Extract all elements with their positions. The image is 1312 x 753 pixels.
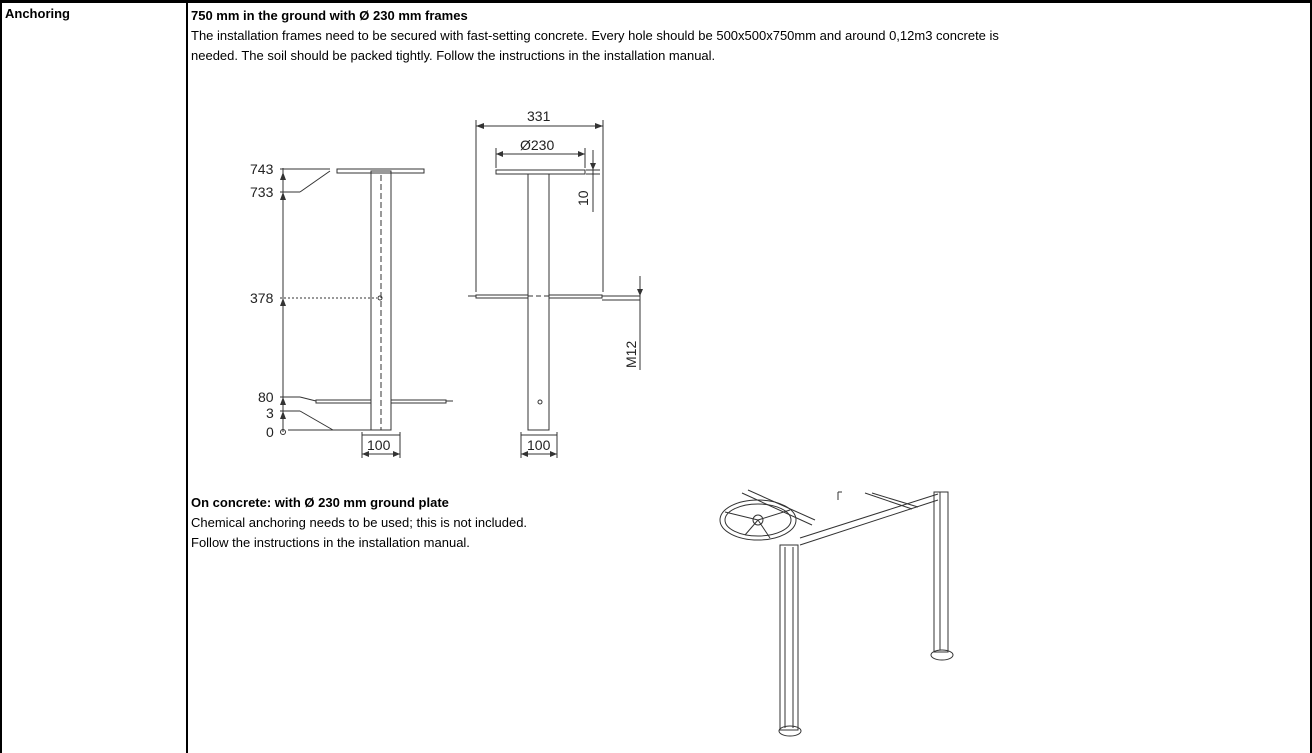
level-label: 743 [250,161,274,177]
section-in-ground: 750 mm in the ground with Ø 230 mm frame… [191,6,1301,66]
overall-dimension-label: 331 [527,108,551,124]
row-label: Anchoring [5,6,70,21]
level-label: 0 [266,424,274,440]
plate-diameter-label: Ø230 [520,137,554,153]
width-label: 100 [367,437,391,453]
level-label: 3 [266,405,274,421]
section-text-line: Follow the instructions in the installat… [191,535,470,550]
section-text-line: needed. The soil should be packed tightl… [191,48,716,63]
section-heading: On concrete: with Ø 230 mm ground plate [191,495,449,510]
section-on-concrete: On concrete: with Ø 230 mm ground plate … [191,493,751,553]
section-text-line: The installation frames need to be secur… [191,28,999,43]
column-divider [186,0,188,753]
thread-label: M12 [623,341,639,368]
section-heading: 750 mm in the ground with Ø 230 mm frame… [191,8,468,23]
section-text-line: Chemical anchoring needs to be used; thi… [191,515,528,530]
left-border [0,0,2,753]
level-label: 80 [258,389,274,405]
right-border [1310,0,1312,753]
width-label: 100 [527,437,551,453]
top-border [0,0,1312,3]
level-label: 378 [250,290,274,306]
plate-thickness-label: 10 [575,190,591,206]
level-label: 733 [250,184,274,200]
